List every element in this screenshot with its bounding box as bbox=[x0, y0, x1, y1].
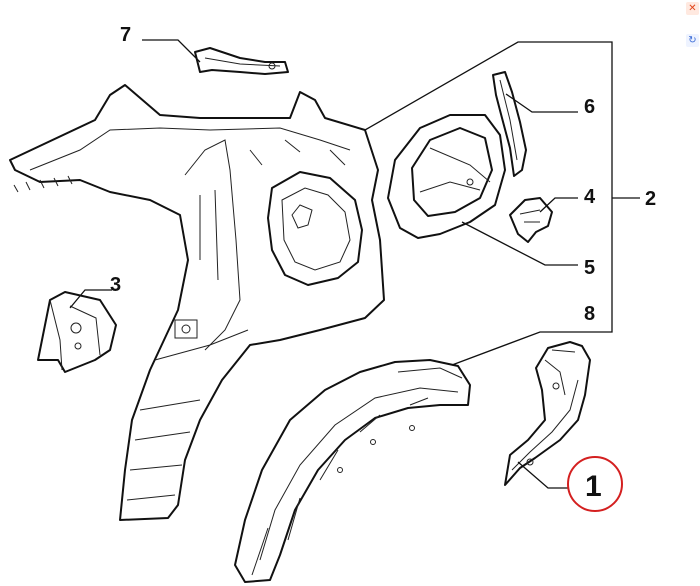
leader-5 bbox=[461, 221, 578, 266]
callout-5: 5 bbox=[584, 257, 595, 279]
close-icon[interactable]: ✕ bbox=[686, 2, 699, 15]
leader-1 bbox=[517, 461, 568, 489]
part-5-wheel-tub bbox=[387, 114, 506, 239]
highlight-ring bbox=[567, 456, 623, 512]
callout-4: 4 bbox=[584, 186, 596, 208]
callouts: 7 3 6 4 2 5 8 1 bbox=[110, 24, 656, 512]
part-7-bracket bbox=[194, 47, 289, 75]
callout-6: 6 bbox=[584, 96, 595, 118]
callout-1: 1 bbox=[585, 470, 602, 503]
callout-2: 2 bbox=[645, 188, 656, 210]
refresh-icon[interactable]: ↻ bbox=[686, 34, 699, 47]
leader-lines bbox=[69, 39, 640, 489]
leader-7 bbox=[142, 39, 201, 63]
callout-7: 7 bbox=[120, 24, 131, 46]
part-6-strip bbox=[492, 71, 527, 177]
bracket-2 bbox=[364, 41, 613, 333]
leader-6 bbox=[505, 93, 578, 113]
leader-3 bbox=[69, 289, 112, 309]
part-4-clip bbox=[509, 197, 553, 243]
leader-4 bbox=[539, 197, 578, 213]
callout-8: 8 bbox=[584, 303, 595, 325]
part-3-bracket bbox=[37, 291, 117, 373]
part-1-reinforcement bbox=[504, 341, 591, 486]
leader-8 bbox=[451, 331, 578, 366]
part-8-wheel-arch bbox=[234, 359, 471, 583]
callout-3: 3 bbox=[110, 274, 121, 296]
quarter-panel bbox=[9, 84, 385, 521]
